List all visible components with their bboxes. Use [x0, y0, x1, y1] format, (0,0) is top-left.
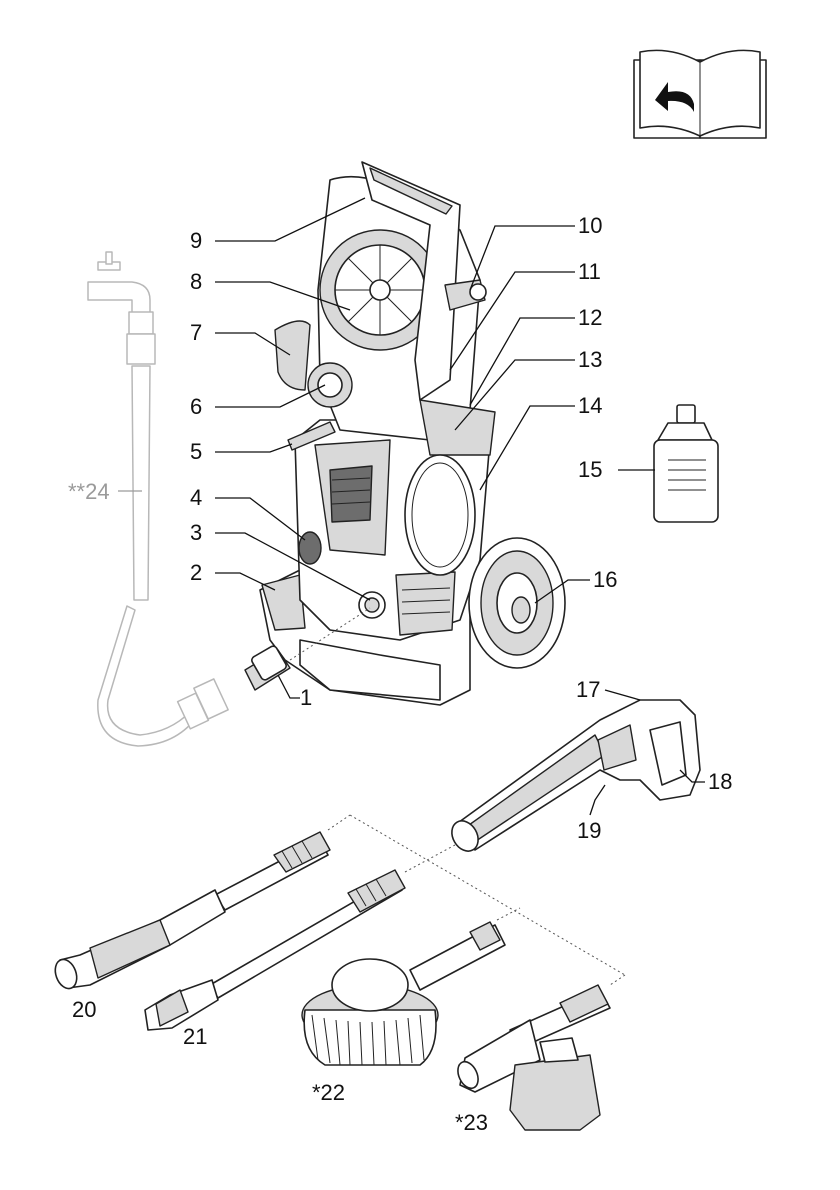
foam-nozzle-bottle: [454, 985, 610, 1130]
label-5: 5: [190, 439, 202, 464]
label-13: 13: [578, 347, 602, 372]
label-22: *22: [312, 1080, 345, 1105]
label-1: 1: [300, 685, 312, 710]
label-17: 17: [576, 677, 600, 702]
label-11: 11: [578, 259, 601, 284]
label-15: 15: [578, 457, 602, 482]
label-21: 21: [183, 1024, 207, 1049]
open-book-arrow-icon: [634, 50, 766, 138]
rotary-wash-brush: [302, 922, 505, 1065]
label-8: 8: [190, 269, 202, 294]
label-7: 7: [190, 320, 202, 345]
pressure-washer-unit: [245, 162, 565, 705]
label-19: 19: [577, 818, 601, 843]
label-23: *23: [455, 1110, 488, 1135]
label-12: 12: [578, 305, 602, 330]
detergent-bottle: [654, 405, 718, 522]
label-16: 16: [593, 567, 617, 592]
label-3: 3: [190, 520, 202, 545]
label-18: 18: [708, 769, 732, 794]
label-20: 20: [72, 997, 96, 1022]
label-6: 6: [190, 394, 202, 419]
label-14: 14: [578, 393, 602, 418]
trigger-gun: [447, 700, 700, 856]
label-4: 4: [190, 485, 202, 510]
label-2: 2: [190, 560, 202, 585]
label-9: 9: [190, 228, 202, 253]
label-24: **24: [68, 479, 110, 504]
vario-power-lance: [51, 832, 330, 992]
label-10: 10: [578, 213, 602, 238]
